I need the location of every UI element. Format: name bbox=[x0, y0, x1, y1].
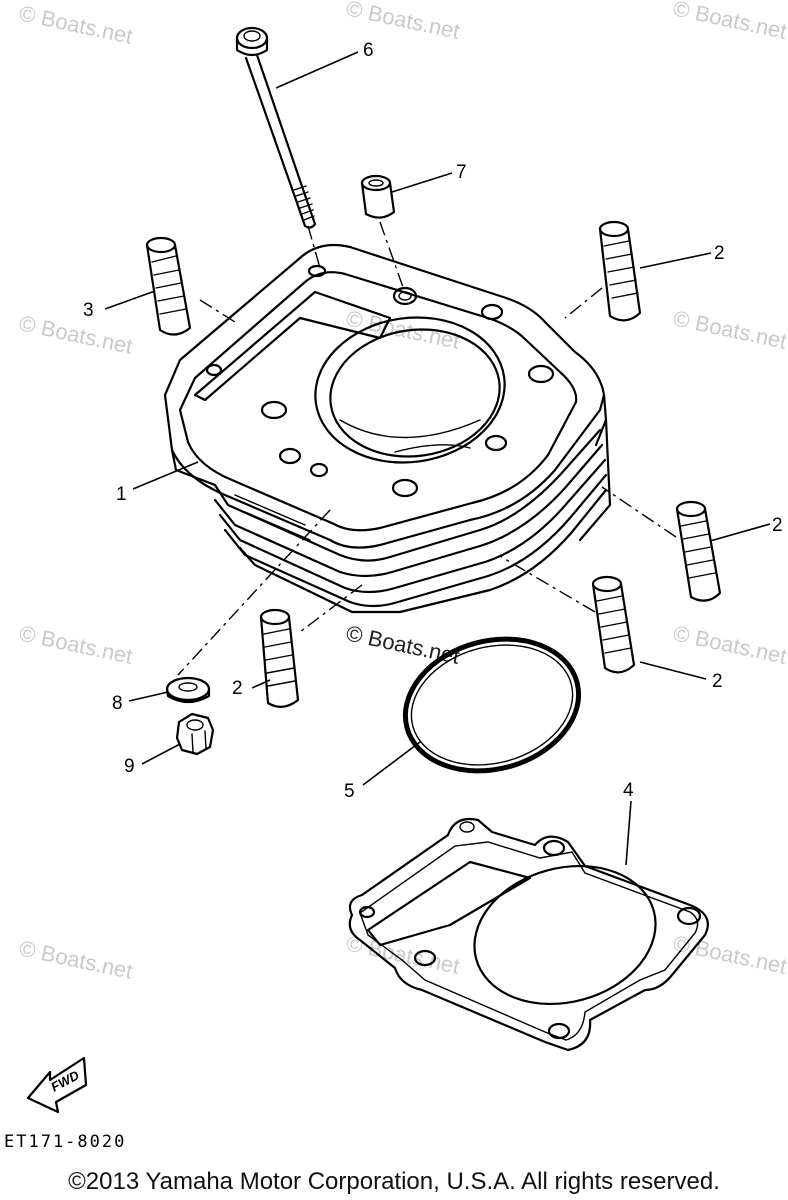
callout-5: 5 bbox=[344, 781, 355, 802]
callout-8: 8 bbox=[112, 693, 123, 714]
cylinder-block bbox=[163, 243, 612, 614]
copyright-notice: ©2013 Yamaha Motor Corporation, U.S.A. A… bbox=[68, 1168, 720, 1195]
callout-3: 3 bbox=[83, 300, 94, 321]
nut bbox=[175, 712, 215, 756]
callout-2: 2 bbox=[712, 671, 723, 692]
leader-lines bbox=[104, 51, 771, 866]
base-gasket bbox=[348, 817, 709, 1052]
dowel-pin-top bbox=[360, 174, 396, 219]
dowel-left-top bbox=[145, 236, 192, 336]
watermark-center: © Boats.net bbox=[344, 620, 462, 668]
watermarks: © Boats.net © Boats.net © Boats.net © Bo… bbox=[17, 0, 788, 984]
forward-arrow-icon: FWD bbox=[26, 1056, 88, 1114]
callout-9: 9 bbox=[124, 756, 135, 777]
washer bbox=[165, 676, 211, 704]
callout-7: 7 bbox=[456, 162, 467, 183]
watermark: © Boats.net bbox=[17, 0, 135, 48]
callout-1: 1 bbox=[116, 484, 127, 505]
callouts: 6 7 3 2 1 2 2 2 8 9 5 4 bbox=[83, 40, 783, 802]
cylinder-bolt bbox=[235, 26, 317, 229]
callout-2: 2 bbox=[772, 515, 783, 536]
o-ring bbox=[402, 636, 582, 774]
watermark: © Boats.net bbox=[17, 310, 135, 358]
callout-6: 6 bbox=[363, 40, 374, 61]
watermark: © Boats.net bbox=[671, 0, 788, 44]
dowel-right-middle bbox=[675, 500, 722, 602]
dowel-right-lower bbox=[591, 575, 636, 674]
dowel-left-lower bbox=[259, 608, 300, 708]
callout-2: 2 bbox=[232, 678, 243, 699]
watermark: © Boats.net bbox=[671, 305, 788, 353]
callout-2: 2 bbox=[714, 243, 725, 264]
watermark: © Boats.net bbox=[344, 0, 462, 44]
watermark: © Boats.net bbox=[17, 620, 135, 668]
watermark: © Boats.net bbox=[671, 620, 788, 668]
dowel-right-top bbox=[598, 220, 642, 322]
watermark: © Boats.net bbox=[17, 935, 135, 983]
callout-4: 4 bbox=[623, 780, 634, 801]
diagram-code: ET171-8020 bbox=[4, 1132, 126, 1152]
